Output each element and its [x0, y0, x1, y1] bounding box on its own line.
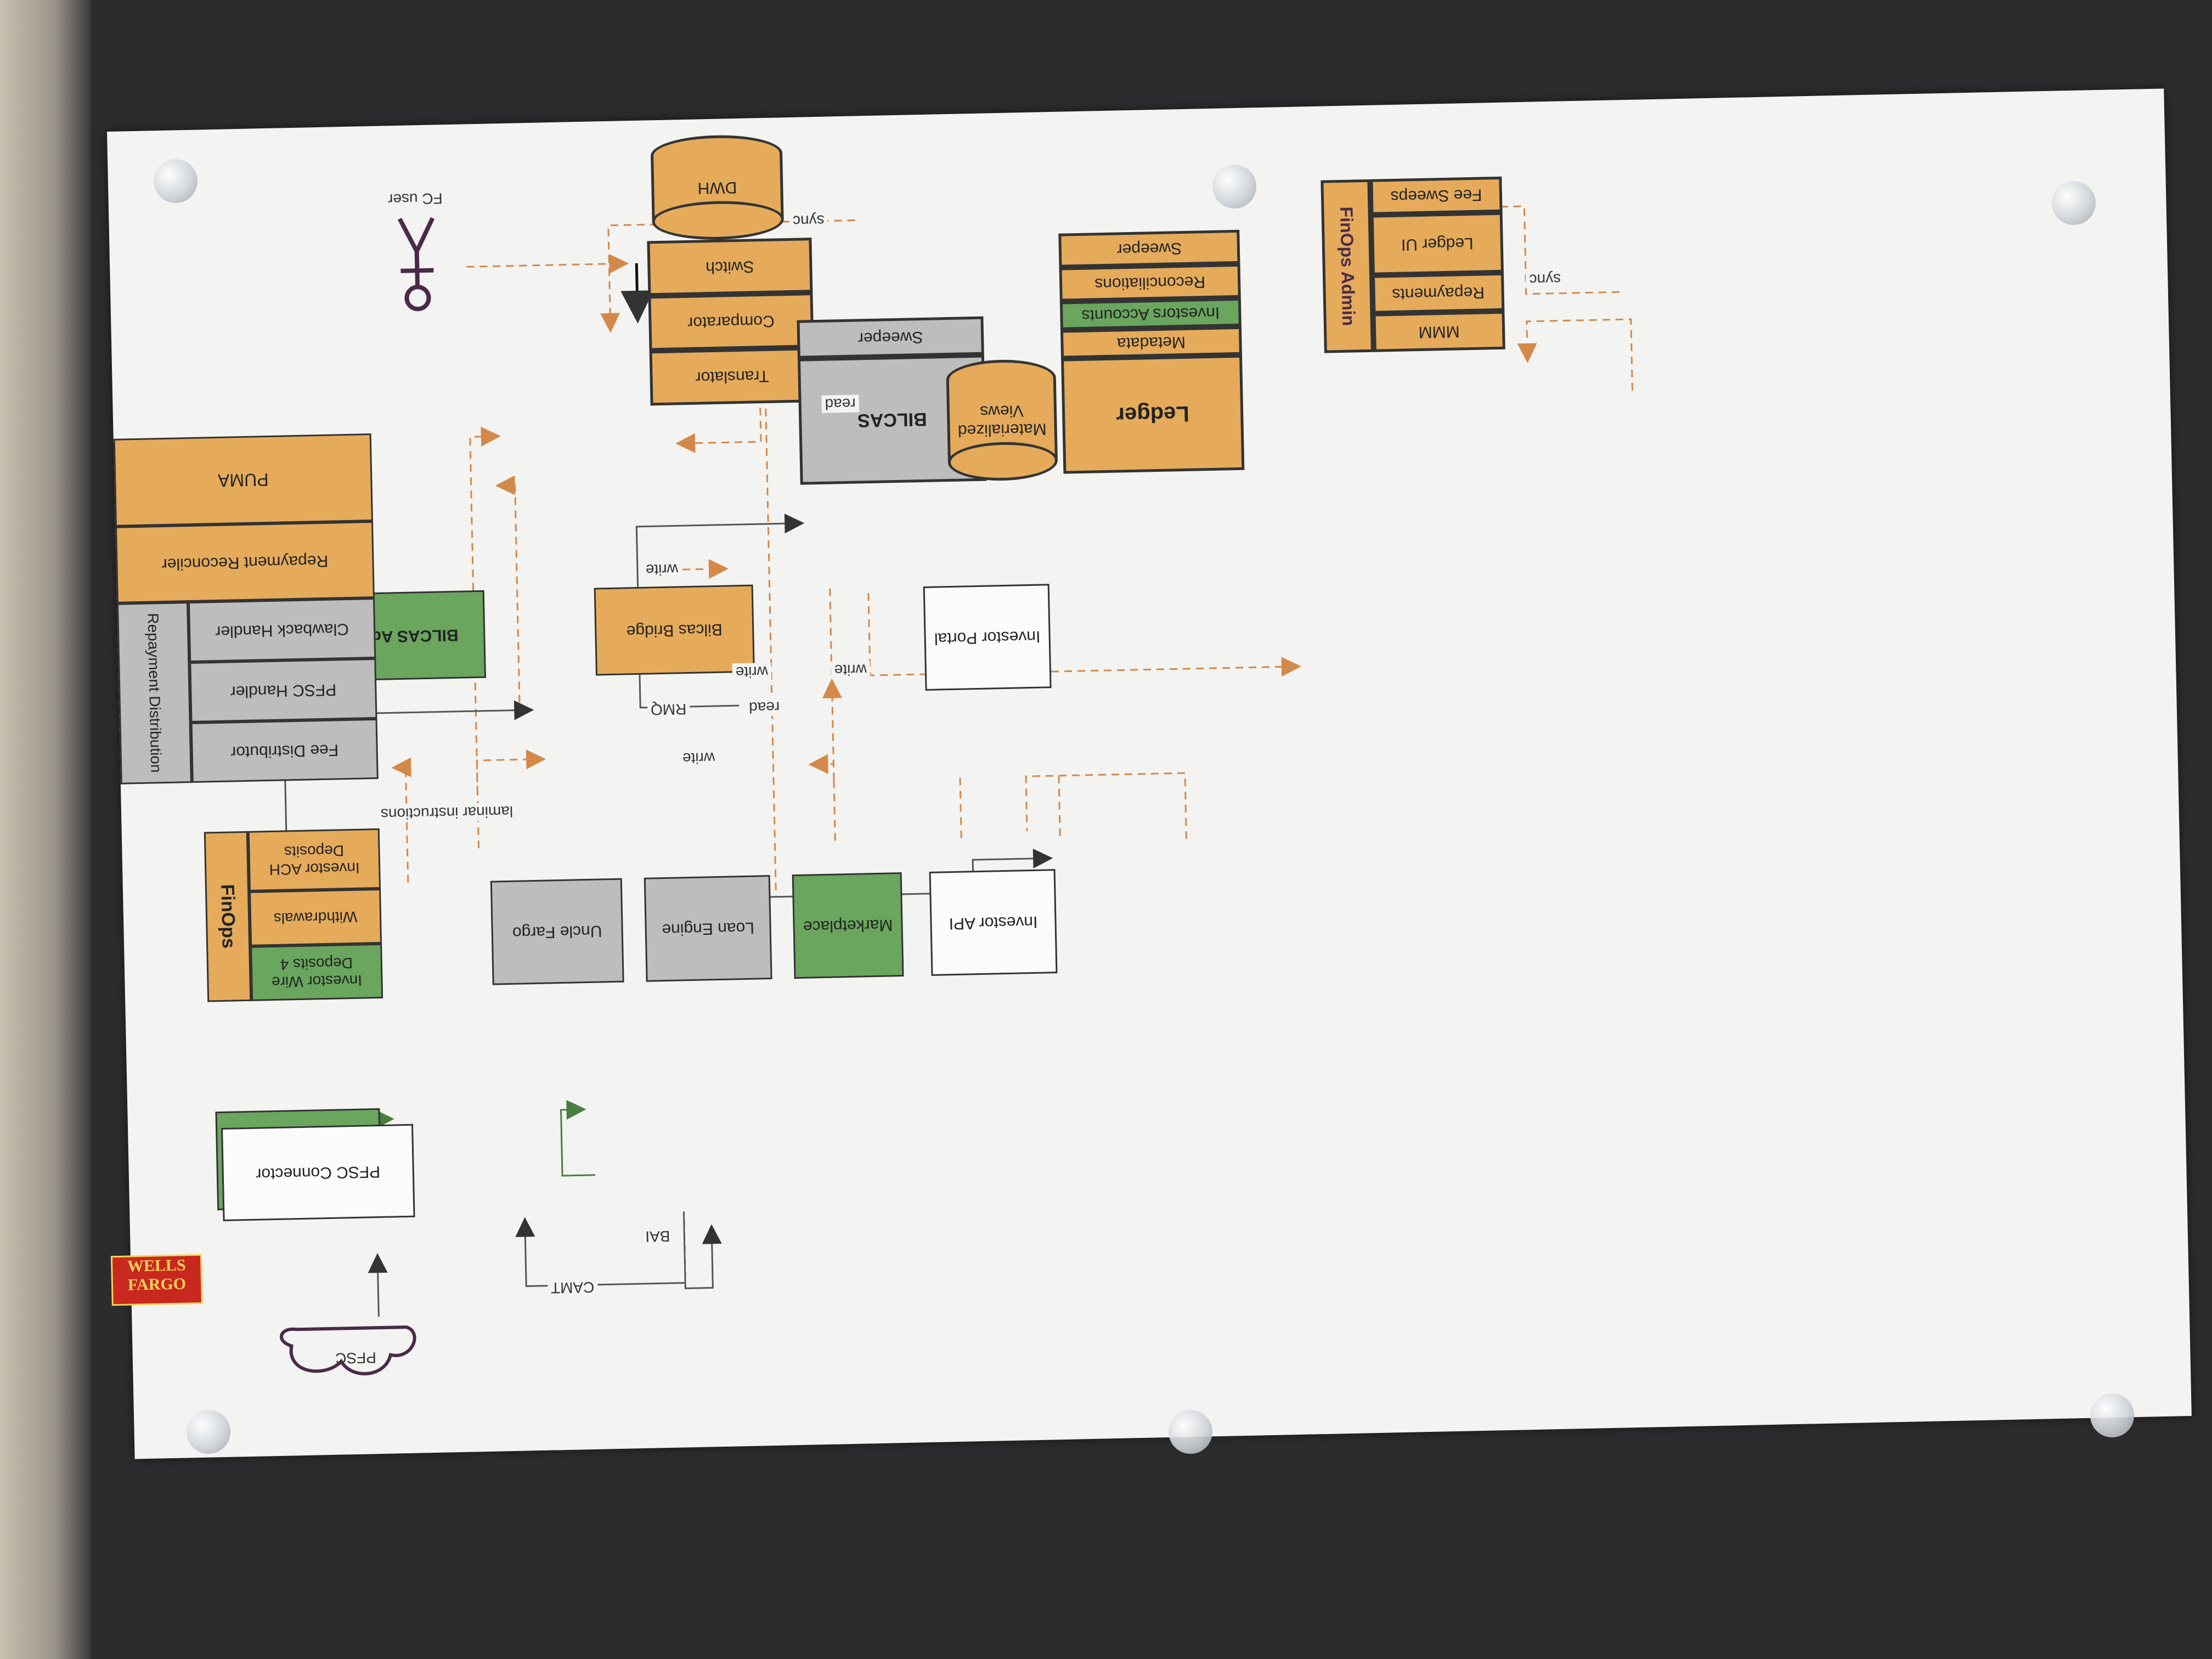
edge-label-camt: CAMT: [547, 1278, 598, 1297]
loan-engine-box: Loan Engine: [644, 874, 772, 982]
edge-puma-to-ledger: [469, 426, 501, 657]
ledger-sweeper: Sweeper: [1058, 229, 1240, 268]
repayment-reconciler-box: Repayment Reconciler: [115, 521, 375, 603]
finops-investor-ach-deposits: Investor ACH Deposits: [247, 828, 381, 891]
fc-user-actor-icon: [394, 212, 440, 312]
finops-withdrawals: Withdrawals: [249, 888, 382, 946]
wells-fargo-logo-text: WELLS FARGO: [127, 1256, 187, 1294]
edge-reconciler-to-ledger: [495, 475, 521, 716]
edge-fargo-to-wire: [560, 1099, 596, 1177]
edge-wells-to-uncle-fargo: [682, 1211, 722, 1289]
wells-fargo-logo: WELLS FARGO: [110, 1254, 203, 1306]
edge-sources-up: [822, 678, 842, 781]
edge-label-write: write: [831, 661, 871, 679]
edge-sources-to-bridge: [833, 772, 1187, 847]
bilcas-sweeper: Sweeper: [797, 316, 984, 359]
edge-wells-to-fargo-connector: [515, 1217, 686, 1287]
edge-label-write: write: [732, 662, 772, 681]
admin-mmm: MMM: [1373, 311, 1505, 352]
edge-bridge-to-bilcas: [808, 588, 834, 774]
edge-fc-user-to-admin: [466, 253, 629, 274]
finops-title: FinOps: [204, 831, 252, 1002]
background-wall: [0, 0, 91, 1659]
uncle-fargo-box: Uncle Fargo: [490, 878, 624, 985]
investor-api-box: Investor API: [929, 869, 1058, 976]
marketplace-box: Marketplace: [792, 872, 904, 979]
pfsc-handler-box: PFSC Handler: [189, 658, 377, 723]
materialized-views-database: Materialized Views: [946, 358, 1058, 482]
pfsc-cloud-icon: [275, 1322, 419, 1385]
admin-ledger-ui: Ledger UI: [1370, 212, 1504, 275]
admin-fee-sweeps: Fee Sweeps: [1370, 176, 1503, 215]
comparator-box: Comparator: [648, 292, 814, 351]
finops-investor-wire-deposits: Investor Wire Deposits 4: [250, 943, 383, 1001]
repayment-distribution-title: Repayment Distribution: [117, 602, 192, 785]
dwh-database: DWH: [650, 134, 785, 241]
edge-label-write: write: [679, 748, 719, 768]
edge-label-rmq: RMQ: [647, 699, 690, 719]
puma-box: PUMA: [113, 433, 373, 527]
edge-label-laminar-instructions: laminar instructions: [377, 802, 517, 823]
ledger-investors-accounts: Investors Accounts: [1059, 297, 1242, 330]
ledger-metadata: Metadata: [1060, 326, 1242, 359]
edge-label-read: read: [821, 394, 860, 413]
fc-user-label: FC user: [384, 189, 447, 208]
diagram-canvas: Ledger Metadata Investors Accounts Recon…: [107, 88, 2192, 1459]
edge-label-bai: BAI: [641, 1227, 674, 1246]
push-pin: [1212, 165, 1256, 208]
clawback-handler-box: Clawback Handler: [188, 597, 376, 663]
ledger-box: Ledger: [1061, 354, 1245, 474]
edge-label-sync: sync: [789, 211, 828, 230]
push-pin: [2090, 1393, 2134, 1437]
ledger-reconciliations: Reconciliations: [1059, 263, 1241, 302]
edge-label-sync: sync: [1526, 270, 1565, 289]
push-pin: [154, 159, 198, 203]
edge-finops-to-adapter: [476, 749, 546, 794]
edge-label-write: write: [642, 560, 682, 579]
push-pin: [1169, 1410, 1212, 1454]
push-pin: [2052, 181, 2096, 225]
push-pin: [187, 1410, 230, 1454]
translator-box: Translator: [649, 347, 815, 406]
switch-box: Switch: [647, 238, 813, 296]
edge-dwh-to-switch: [620, 263, 654, 324]
investor-portal-box: Investor Portal: [923, 584, 1052, 691]
bilcas-bridge-box: Bilcas Bridge: [594, 584, 755, 676]
edge-pfsc-cloud-to-connector: [368, 1253, 388, 1317]
edge-ledger-to-comparator: [1359, 199, 1620, 295]
fee-distributor-box: Fee Distributor: [190, 718, 379, 783]
admin-repayments: Repayments: [1372, 272, 1505, 314]
printed-diagram-sheet: Ledger Metadata Investors Accounts Recon…: [107, 88, 2192, 1459]
edge-ledger-to-finops-admin: [1517, 318, 1633, 391]
edge-label-read: read: [745, 698, 783, 716]
pfsc-connector-box: PFSC Connector: [221, 1124, 415, 1222]
finops-admin-title: FinOps Admin: [1321, 179, 1374, 353]
edge-finops-to-puma: [391, 757, 411, 883]
pfsc-label: PFSC: [335, 1349, 377, 1367]
